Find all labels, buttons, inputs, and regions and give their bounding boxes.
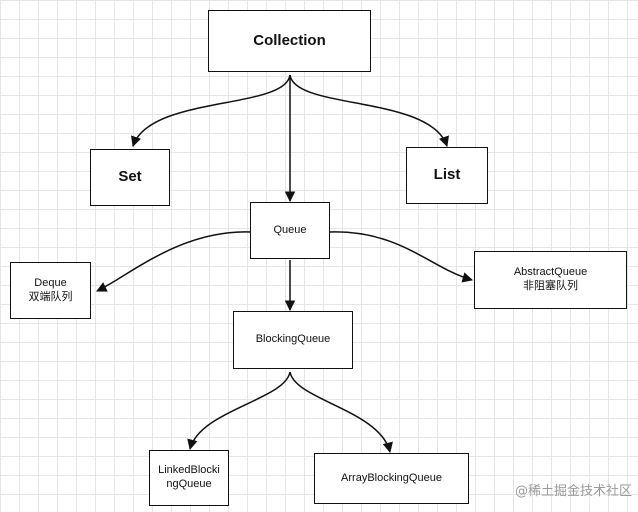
edge-queue-abstractqueue	[329, 231, 474, 283]
edge-collection-set	[131, 74, 291, 147]
node-array-blocking-queue-label: ArrayBlockingQueue	[341, 471, 442, 484]
node-queue: Queue	[250, 202, 330, 259]
watermark: @稀土掘金技术社区	[514, 484, 632, 499]
edge-blockingqueue-array	[289, 371, 393, 454]
node-array-blocking-queue: ArrayBlockingQueue	[314, 453, 469, 504]
node-list: List	[406, 147, 488, 204]
node-abstract-queue-label-line1: AbstractQueue	[513, 266, 588, 279]
node-collection: Collection	[208, 10, 371, 72]
node-deque-label-line2: 双端队列	[28, 290, 73, 303]
node-blocking-queue-label: BlockingQueue	[255, 333, 331, 346]
edge-collection-list	[289, 74, 449, 147]
node-queue-label: Queue	[273, 223, 307, 236]
node-set: Set	[90, 149, 170, 206]
node-list-label: List	[433, 166, 461, 184]
node-set-label: Set	[118, 168, 142, 186]
node-abstract-queue-label-line2: 非阻塞队列	[523, 280, 578, 292]
node-deque-label-line1: Deque	[34, 276, 67, 289]
node-linked-blocking-queue-label-line2: ngQueue	[166, 478, 212, 490]
node-collection-label: Collection	[253, 31, 326, 49]
edge-blockingqueue-linked	[187, 371, 291, 451]
node-blocking-queue: BlockingQueue	[233, 311, 353, 369]
node-linked-blocking-queue-label-line1: LinkedBlocki	[158, 464, 220, 477]
edge-queue-deque	[96, 231, 251, 292]
node-abstract-queue: AbstractQueue 非阻塞队列	[474, 251, 627, 309]
node-linked-blocking-queue: LinkedBlocki ngQueue	[149, 450, 229, 506]
node-deque: Deque 双端队列	[10, 262, 91, 319]
